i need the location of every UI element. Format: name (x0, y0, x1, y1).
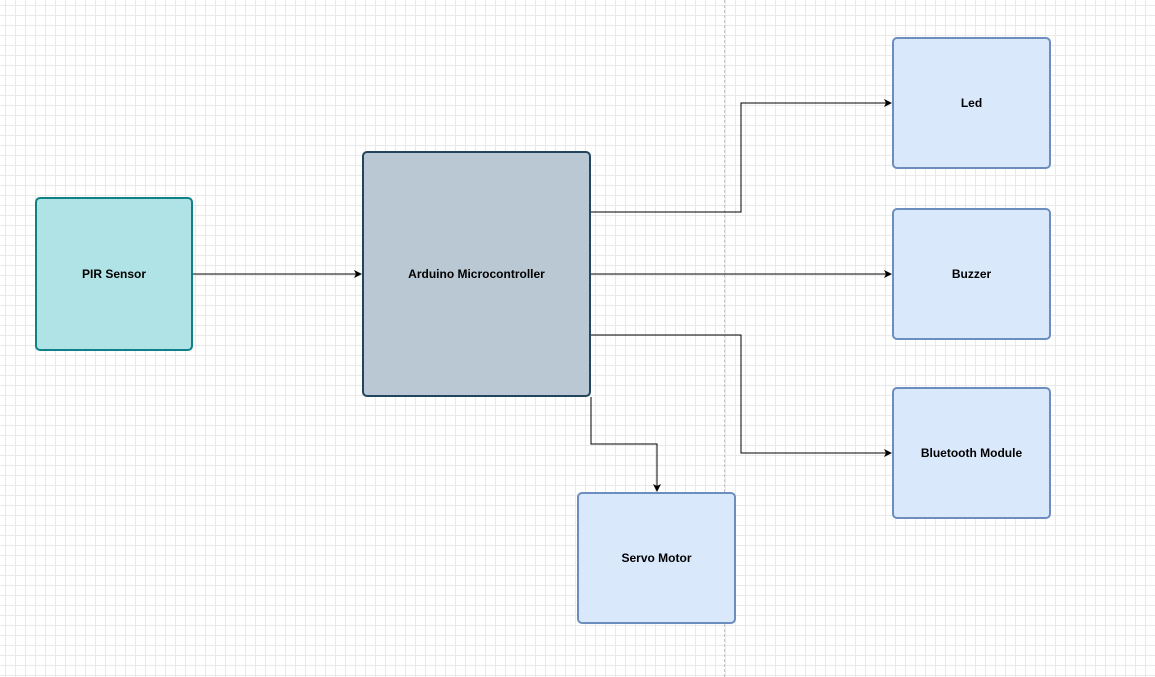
pir-sensor-node[interactable]: PIR Sensor (35, 197, 193, 351)
servo-motor-node[interactable]: Servo Motor (577, 492, 736, 624)
buzzer-node[interactable]: Buzzer (892, 208, 1051, 340)
arduino-microcontroller-label: Arduino Microcontroller (408, 267, 545, 281)
led-label: Led (960, 96, 983, 110)
bluetooth-module-label: Bluetooth Module (920, 446, 1023, 460)
servo-motor-label: Servo Motor (621, 551, 692, 565)
page-break-line (724, 0, 725, 677)
pir-sensor-label: PIR Sensor (81, 267, 147, 281)
edge-arduino-to-servo[interactable] (590, 397, 661, 492)
arduino-microcontroller-node[interactable]: Arduino Microcontroller (362, 151, 591, 397)
edge-arduino-to-bluetooth[interactable] (591, 334, 892, 457)
led-node[interactable]: Led (892, 37, 1051, 169)
edge-arduino-to-led[interactable] (591, 99, 892, 213)
bluetooth-module-node[interactable]: Bluetooth Module (892, 387, 1051, 519)
buzzer-label: Buzzer (951, 267, 992, 281)
